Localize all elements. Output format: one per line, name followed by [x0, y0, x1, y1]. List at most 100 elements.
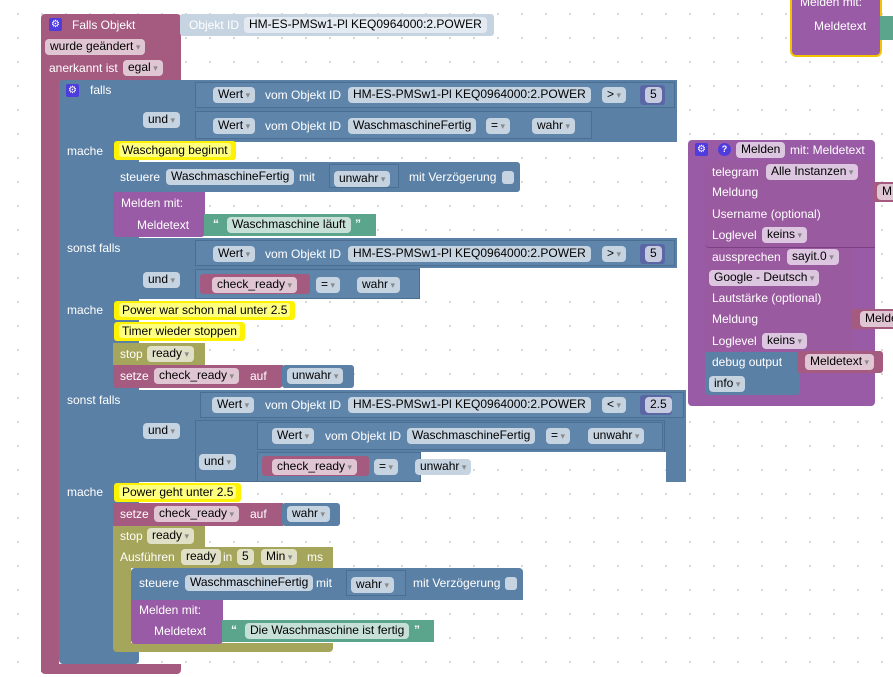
- telegram-instance-dropdown[interactable]: Alle Instanzen: [766, 164, 859, 180]
- bool-dropdown[interactable]: wahr: [532, 118, 576, 134]
- comment-block[interactable]: Waschgang beginnt: [114, 141, 236, 160]
- variable-dropdown[interactable]: check_ready: [272, 459, 358, 475]
- help-icon[interactable]: ?: [718, 143, 731, 156]
- vom-objekt-label: vom Objekt ID: [265, 88, 342, 102]
- wert-dropdown[interactable]: Wert: [272, 428, 315, 444]
- vom-objekt-label: vom Objekt ID: [325, 429, 402, 443]
- und-dropdown[interactable]: und: [143, 112, 181, 128]
- mache-label: mache: [67, 485, 104, 499]
- object-id-field[interactable]: WaschmaschineFertig: [348, 118, 477, 134]
- object-id-field[interactable]: HM-ES-PMSw1-Pl KEQ0964000:2.POWER: [348, 87, 591, 103]
- bool-dropdown[interactable]: wahr: [287, 506, 331, 522]
- function-signature: mit: Meldetext: [790, 143, 865, 157]
- volume-label: Lautstärke (optional): [712, 291, 822, 305]
- ms-label: ms: [307, 550, 323, 564]
- gear-icon[interactable]: ⚙: [695, 143, 708, 156]
- wert-dropdown[interactable]: Wert: [213, 246, 256, 262]
- mache-label: mache: [67, 303, 104, 317]
- operator-dropdown[interactable]: =: [316, 277, 341, 293]
- und-dropdown[interactable]: und: [143, 423, 181, 439]
- operator-dropdown[interactable]: >: [602, 87, 627, 103]
- auf-label: auf: [250, 507, 267, 521]
- delay-checkbox[interactable]: [505, 577, 517, 590]
- auf-label: auf: [250, 369, 267, 383]
- comment-text: Power war schon mal unter 2.5: [119, 303, 291, 317]
- timer-dropdown[interactable]: ready: [147, 346, 195, 362]
- variable-stub-text[interactable]: M: [877, 184, 893, 200]
- bool-dropdown[interactable]: unwahr: [287, 368, 344, 384]
- vom-objekt-label: vom Objekt ID: [265, 247, 342, 261]
- melden-label: Melden mit:: [121, 196, 184, 210]
- gear-icon[interactable]: ⚙: [66, 84, 79, 97]
- wert-dropdown[interactable]: Wert: [212, 397, 255, 413]
- bool-dropdown[interactable]: wahr: [357, 277, 401, 293]
- open-quote-icon: “: [213, 217, 219, 231]
- unit-dropdown[interactable]: Min: [261, 549, 298, 565]
- mache-label: mache: [67, 144, 104, 158]
- telegram-label: telegram: [712, 165, 759, 179]
- operator-dropdown[interactable]: >: [602, 246, 627, 262]
- function-name-field[interactable]: Melden: [736, 142, 786, 158]
- debug-level-dropdown[interactable]: info: [709, 376, 746, 392]
- variable-dropdown[interactable]: check_ready: [154, 506, 240, 522]
- variable-dropdown[interactable]: check_ready: [212, 277, 298, 293]
- bool-dropdown[interactable]: wahr: [351, 577, 395, 593]
- melden-block[interactable]: [131, 600, 223, 644]
- timer-dropdown[interactable]: ready: [147, 528, 195, 544]
- object-id-field[interactable]: HM-ES-PMSw1-Pl KEQ0964000:2.POWER: [348, 246, 591, 262]
- wert-dropdown[interactable]: Wert: [213, 87, 256, 103]
- number-value[interactable]: 5: [645, 87, 662, 103]
- trigger-condition-dropdown[interactable]: wurde geändert: [45, 39, 146, 55]
- timeout-value-field[interactable]: 5: [237, 549, 254, 565]
- variable-dropdown[interactable]: check_ready: [154, 368, 240, 384]
- operator-dropdown[interactable]: <: [602, 397, 627, 413]
- wert-dropdown[interactable]: Wert: [213, 118, 256, 134]
- in-label: in: [223, 550, 233, 564]
- ausfuehren-label: Ausführen: [120, 550, 175, 564]
- gear-icon[interactable]: ⚙: [49, 18, 62, 31]
- operator-dropdown[interactable]: =: [546, 428, 571, 444]
- comment-block[interactable]: Power war schon mal unter 2.5: [114, 301, 296, 320]
- loglevel-dropdown[interactable]: keins: [762, 227, 808, 243]
- corner-melden-label: Melden mit:: [800, 0, 863, 9]
- trigger-block-spine: [41, 60, 59, 672]
- object-id-field[interactable]: HM-ES-PMSw1-Pl KEQ0964000:2.POWER: [348, 397, 591, 413]
- object-id-field[interactable]: WaschmaschineFertig: [185, 575, 314, 591]
- corner-text-block-stub[interactable]: [880, 16, 893, 40]
- delay-label: mit Verzögerung: [413, 576, 501, 590]
- delay-checkbox[interactable]: [502, 171, 514, 184]
- number-value[interactable]: 2.5: [645, 397, 672, 413]
- comment-block[interactable]: Power geht unter 2.5: [114, 483, 242, 502]
- text-value[interactable]: Waschmaschine läuft: [227, 217, 351, 233]
- sayit-instance-dropdown[interactable]: sayit.0: [787, 249, 839, 265]
- corner-melden-block[interactable]: Melden mit: Meldetext: [790, 0, 882, 57]
- stop-label: stop: [120, 347, 143, 361]
- comment-block[interactable]: Timer wieder stoppen: [114, 322, 245, 341]
- stop-label: stop: [120, 529, 143, 543]
- melden-block[interactable]: [113, 192, 205, 237]
- operator-dropdown[interactable]: =: [486, 118, 511, 134]
- variable-dropdown[interactable]: Meldetext: [805, 354, 875, 370]
- bool-dropdown[interactable]: unwahr: [415, 459, 472, 475]
- sayit-language-dropdown[interactable]: Google - Deutsch: [709, 270, 820, 286]
- text-value[interactable]: Die Waschmaschine ist fertig: [245, 623, 410, 639]
- und-dropdown[interactable]: und: [199, 454, 237, 470]
- close-quote-icon: ”: [355, 217, 361, 231]
- debug-output-label: debug output: [712, 355, 783, 369]
- object-id-field[interactable]: WaschmaschineFertig: [407, 428, 536, 444]
- bool-dropdown[interactable]: unwahr: [588, 428, 645, 444]
- timer-name-field[interactable]: ready: [181, 549, 222, 565]
- ack-dropdown[interactable]: egal: [123, 60, 163, 76]
- operator-dropdown[interactable]: =: [374, 459, 399, 475]
- und-dropdown[interactable]: und: [143, 272, 181, 288]
- number-value[interactable]: 5: [645, 246, 662, 262]
- sonst-falls-label: sonst falls: [67, 241, 121, 255]
- sonst-falls-label: sonst falls: [67, 393, 121, 407]
- object-id-field[interactable]: WaschmaschineFertig: [166, 169, 295, 185]
- object-id-value[interactable]: HM-ES-PMSw1-Pl KEQ0964000:2.POWER: [244, 17, 487, 33]
- bool-dropdown[interactable]: unwahr: [334, 171, 391, 187]
- meldung-label: Meldung: [712, 312, 759, 326]
- delay-label: mit Verzögerung: [409, 170, 497, 184]
- loglevel-dropdown[interactable]: keins: [762, 333, 808, 349]
- variable-stub-text[interactable]: Melde: [860, 311, 893, 327]
